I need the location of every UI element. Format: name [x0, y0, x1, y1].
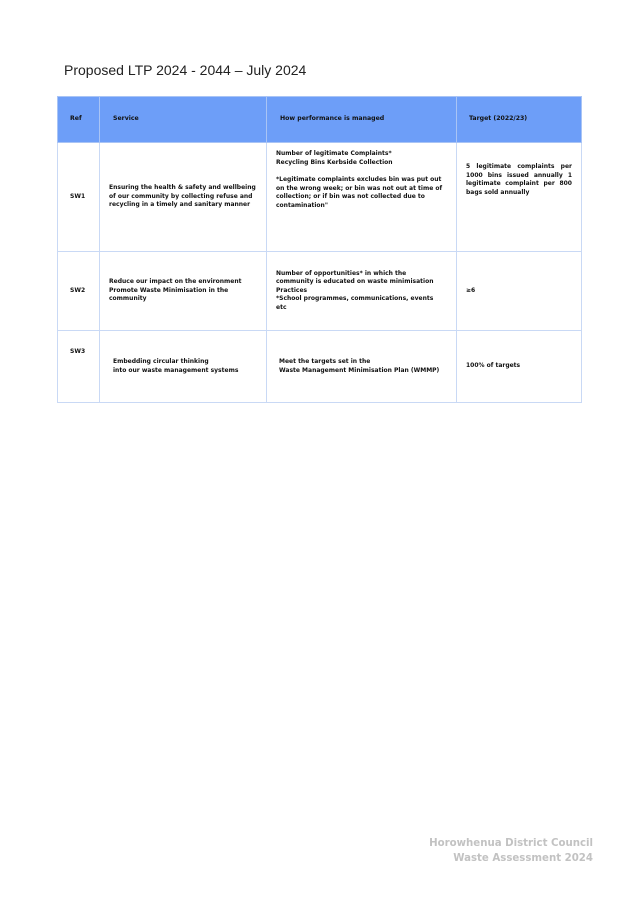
how-performance-cell: Meet the targets set in the Waste Manage… [266, 330, 457, 403]
how-line: community is educated on waste minimisat… [276, 278, 434, 286]
service-line: community [109, 295, 147, 303]
paragraph-gap [276, 167, 447, 176]
how-line: on the wrong week; or bin was not out at… [276, 184, 443, 192]
service-line: recycling in a timely and sanitary manne… [109, 201, 251, 209]
service-cell: Reduce our impact on the environment Pro… [99, 251, 267, 331]
footer-document-name: Waste Assessment 2024 [453, 853, 593, 864]
footer-organisation: Horowhenua District Council [429, 838, 593, 849]
how-line: contamination" [276, 201, 328, 209]
service-cell: Embedding circular thinking into our was… [99, 330, 267, 403]
table-row: SW2 Reduce our impact on the environment… [57, 251, 582, 331]
how-line: Meet the targets set in the [279, 357, 371, 365]
target-cell: ≥6 [456, 251, 582, 331]
how-line: Waste Management Minimisation Plan (WMMP… [279, 366, 440, 374]
target-cell: 5 legitimate complaints per 1000 bins is… [456, 142, 582, 252]
how-performance-cell: Number of legitimate Complaints* Recycli… [266, 142, 457, 252]
target-cell: 100% of targets [456, 330, 582, 403]
service-cell: Ensuring the health & safety and wellbei… [99, 142, 267, 252]
how-line: *School programmes, communications, even… [276, 295, 434, 303]
service-line: Promote Waste Minimisation in the [109, 286, 229, 294]
header-ref: Ref [57, 96, 100, 143]
service-line: Embedding circular thinking [113, 357, 209, 365]
how-line: Practices [276, 286, 308, 294]
table-row: SW1 Ensuring the health & safety and wel… [57, 142, 582, 252]
performance-table: Ref Service How performance is managed T… [57, 96, 582, 403]
service-line: of our community by collecting refuse an… [109, 192, 253, 200]
how-line: *Legitimate complaints excludes bin was … [276, 176, 442, 184]
ref-cell: SW1 [57, 142, 100, 252]
how-line: Number of legitimate Complaints* [276, 150, 392, 157]
table-header-row: Ref Service How performance is managed T… [57, 96, 582, 143]
how-line: Recycling Bins Kerbside Collection [276, 158, 393, 166]
how-line: etc [276, 303, 287, 311]
page-title: Proposed LTP 2024 - 2044 – July 2024 [64, 62, 307, 78]
ref-cell: SW2 [57, 251, 100, 331]
header-how-performance-managed: How performance is managed [266, 96, 457, 143]
how-line: collection; or if bin was not collected … [276, 193, 425, 201]
footer-watermark: Horowhenua District Council Waste Assess… [429, 836, 593, 866]
service-line: Reduce our impact on the environment [109, 278, 242, 286]
service-line: Ensuring the health & safety and wellbei… [109, 184, 256, 192]
header-target: Target (2022/23) [456, 96, 582, 143]
ref-cell: SW3 [57, 330, 100, 403]
how-performance-cell: Number of opportunities* in which the co… [266, 251, 457, 331]
header-service: Service [99, 96, 267, 143]
table-row: SW3 Embedding circular thinking into our… [57, 330, 582, 403]
service-line: into our waste management systems [113, 366, 239, 374]
how-line: Number of opportunities* in which the [276, 269, 407, 277]
